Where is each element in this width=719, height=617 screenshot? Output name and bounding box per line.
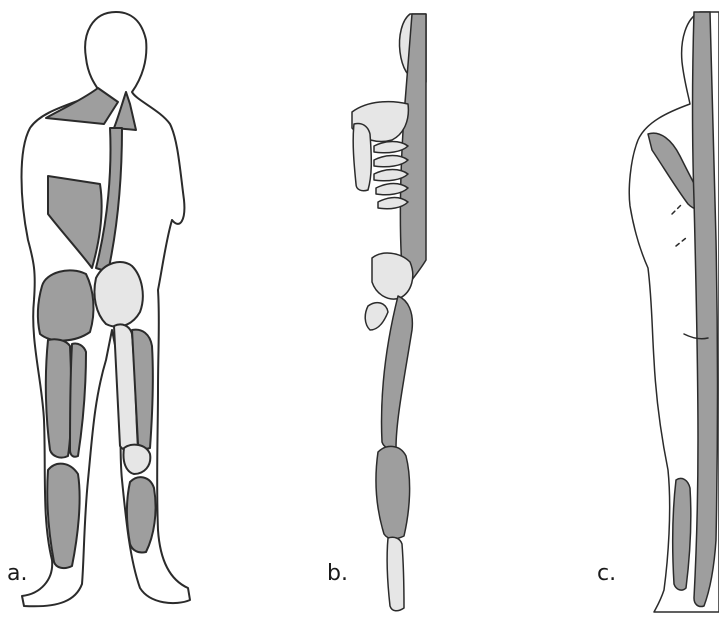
panel-a-trapezius xyxy=(46,88,118,124)
panel-a-knee xyxy=(123,445,150,474)
panel-a-gluteus xyxy=(38,270,94,340)
panel-b-lower-leg xyxy=(387,537,404,611)
panel-b-humerus xyxy=(353,123,371,190)
panel-a-calf-right xyxy=(127,477,156,552)
panel-b-femur xyxy=(365,303,388,330)
panel-b-calf xyxy=(376,446,410,538)
panel-label-c: c. xyxy=(597,563,616,585)
panel-a-calf-left xyxy=(47,464,79,568)
panel-c-leg-band xyxy=(673,478,691,590)
panel-a-pelvis xyxy=(94,262,142,327)
panel-label-a: a. xyxy=(7,563,27,585)
panel-c-illustration xyxy=(629,12,719,612)
panel-b-leg-band xyxy=(382,296,413,449)
panel-b-illustration xyxy=(352,14,426,611)
panel-label-b: b. xyxy=(327,563,348,585)
panel-a-hamstring-left xyxy=(46,339,71,457)
panel-b-pelvis xyxy=(372,253,413,299)
panel-a-illustration xyxy=(22,12,191,606)
